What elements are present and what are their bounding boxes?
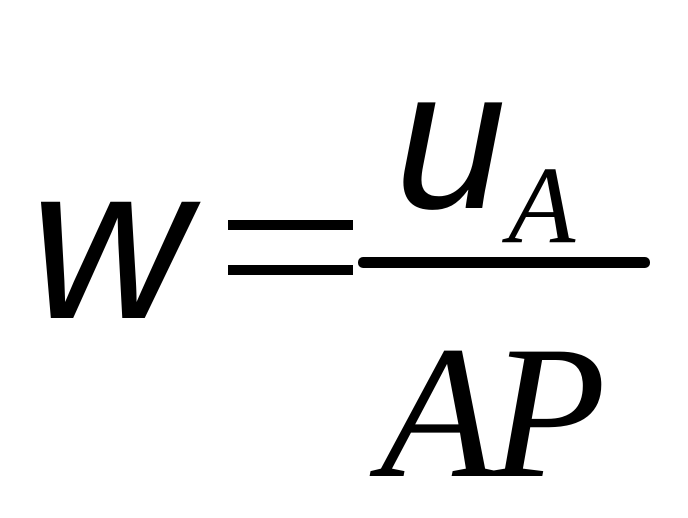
formula: w u A AP [30,28,650,518]
equals-bar-top [228,220,353,230]
denominator: AP [380,308,606,518]
equals-sign [228,220,353,278]
equals-bar-bottom [228,265,353,275]
numerator-subscript: A [508,144,576,266]
fraction-bar [358,257,650,268]
numerator-variable: u [395,28,507,251]
lhs-variable: w [30,119,189,365]
